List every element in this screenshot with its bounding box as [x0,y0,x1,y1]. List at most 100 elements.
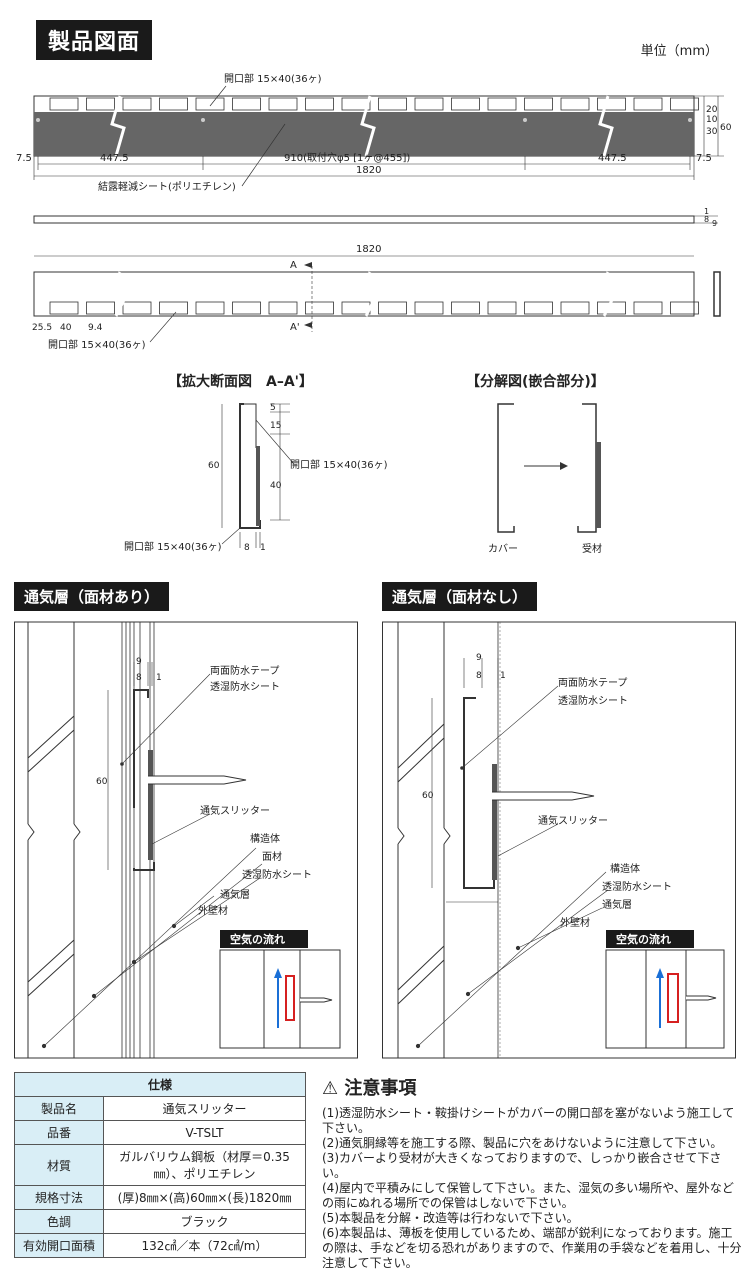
svg-text:1: 1 [500,671,506,681]
svg-text:空気の流れ: 空気の流れ [230,932,285,946]
svg-text:1: 1 [156,673,162,683]
svg-text:透湿防水シート: 透湿防水シート [558,694,628,707]
bottom-plan-drawing: 1820 A A' 25.5 40 9.4 開口部 15×40(36ヶ) [32,244,721,351]
svg-text:透湿防水シート: 透湿防水シート [210,680,280,693]
opening-slot [597,97,626,111]
opening-slot [633,97,663,111]
opening-slot [451,301,480,315]
svg-text:8: 8 [136,673,142,683]
page-title: 製品図面 [36,20,153,60]
dim-7-5-left: 7.5 [16,153,32,164]
opening-slot [195,301,225,315]
svg-text:5: 5 [270,403,276,413]
top-opening-label: 開口部 15×40(36ヶ) [224,72,322,85]
layer-without-face-diagram: 9 8 1 60 両面防水テープ 透湿防水シート 通気スリッター 構造体 透湿防… [382,621,736,1059]
svg-text:25.5: 25.5 [32,323,52,333]
opening-slot [378,97,407,111]
svg-text:開口部 15×40(36ヶ): 開口部 15×40(36ヶ) [124,540,222,553]
section-view-drawing: 5 15 40 60 8 1 開口部 15×40(36ヶ) 開口部 15×40(… [124,403,388,553]
svg-text:9.4: 9.4 [88,323,103,333]
opening-slot [524,97,553,111]
list-item: (5)本製品を分解・改造等は行わないで下さい。 [322,1211,579,1225]
opening-slot [487,97,517,111]
svg-text:8: 8 [704,215,709,224]
list-item: (2)通気胴縁等を施工する際、製品に穴をあけないように注意して下さい。 [322,1136,723,1150]
svg-text:外壁材: 外壁材 [560,916,590,929]
opening-slot [305,301,334,315]
svg-text:通気スリッター: 通気スリッター [200,804,270,817]
opening-slot [195,97,225,111]
svg-text:通気層: 通気層 [220,888,250,901]
dim-447-5-left: 447.5 [100,153,129,164]
svg-text:15: 15 [270,421,281,431]
opening-slot [451,97,480,111]
dim-1820-bottom: 1820 [356,244,381,255]
notes-list: (1)透湿防水シート・鞍掛けシートがカバーの開口部を塞がないよう施工して下さい。… [322,1106,742,1271]
opening-slot [524,301,553,315]
svg-text:A': A' [290,322,300,333]
table-row: 材質ガルバリウム鋼板（材厚＝0.35㎜）、ポリエチレン [14,1144,306,1186]
svg-text:構造体: 構造体 [610,862,640,875]
svg-text:60: 60 [96,777,108,787]
svg-text:8: 8 [476,671,482,681]
dim-1820-top: 1820 [356,165,381,176]
svg-text:面材: 面材 [262,850,282,863]
sheet-label: 結露軽減シート(ポリエチレン) [98,180,236,193]
spec-title: 仕様 [14,1072,306,1097]
opening-slot [560,301,590,315]
opening-slot [86,97,115,111]
opening-slot [341,301,371,315]
opening-slot [268,301,298,315]
opening-slot [268,97,298,111]
opening-slot [560,97,590,111]
svg-text:両面防水テープ: 両面防水テープ [558,676,627,689]
opening-slot [122,301,152,315]
svg-text:外壁材: 外壁材 [198,904,228,917]
svg-text:通気スリッター: 通気スリッター [538,814,608,827]
layer-without-face-title: 通気層（面材なし） [382,582,538,611]
svg-text:9: 9 [476,653,482,663]
svg-text:透湿防水シート: 透湿防水シート [602,880,672,893]
opening-slot [159,97,188,111]
svg-text:開口部 15×40(36ヶ): 開口部 15×40(36ヶ) [290,458,388,471]
opening-slot [49,97,79,111]
opening-slot [122,97,152,111]
exploded-view-drawing: カバー 受材 [488,403,602,555]
opening-slot [86,301,115,315]
dim-447-5-right: 447.5 [598,153,627,164]
svg-text:1: 1 [260,543,266,553]
svg-text:空気の流れ: 空気の流れ [616,932,671,946]
opening-slot [341,97,371,111]
svg-text:開口部 15×40(36ヶ): 開口部 15×40(36ヶ) [48,338,146,351]
opening-slot [232,97,261,111]
svg-text:10: 10 [706,115,718,125]
warning-icon: ⚠ [322,1078,339,1099]
svg-text:8: 8 [244,543,250,553]
dim-910: 910(取付穴φ5 [1ヶ@455]) [284,151,410,164]
svg-text:1: 1 [704,207,709,216]
list-item: (1)透湿防水シート・鞍掛けシートがカバーの開口部を塞がないよう施工して下さい。 [322,1106,735,1135]
opening-slot [378,301,407,315]
svg-text:40: 40 [270,481,282,491]
svg-text:通気層: 通気層 [602,898,632,911]
top-plan-drawing: 開口部 15×40(36ヶ) 7.5 447.5 910(取付穴φ5 [1ヶ@4… [16,72,732,228]
unit-label: 単位（mm） [640,44,718,59]
opening-slot [487,301,517,315]
opening-slot [232,301,261,315]
svg-text:透湿防水シート: 透湿防水シート [242,868,312,881]
layer-with-face-title: 通気層（面材あり） [14,582,170,611]
opening-slot [414,301,444,315]
svg-text:A: A [290,260,297,271]
table-row: 製品名通気スリッター [14,1096,306,1121]
opening-slot [670,301,699,315]
table-row: 色調ブラック [14,1209,306,1234]
section-view-title: 【拡大断面図 A–A'】 [168,374,313,390]
list-item: (6)本製品は、薄板を使用しているため、端部が鋭利になっております。施工の際は、… [322,1226,742,1270]
svg-text:20: 20 [706,105,718,115]
thin-strip [33,215,695,224]
list-item: (4)屋内で平積みにして保管して下さい。また、湿気の多い場所や、屋外などの雨にぬ… [322,1181,734,1210]
opening-slot [670,97,699,111]
svg-text:60: 60 [720,123,732,133]
